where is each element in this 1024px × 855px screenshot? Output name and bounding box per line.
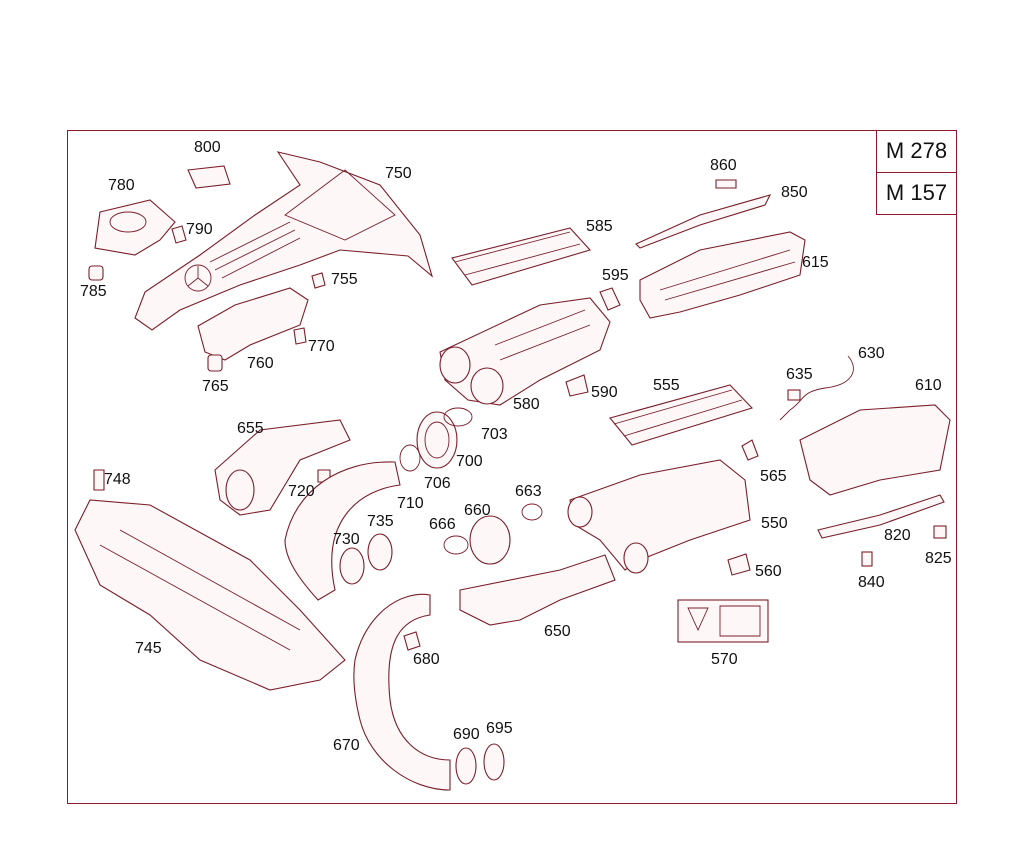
callout-580: 580 [513,396,540,413]
callout-635: 635 [786,366,813,383]
part-610-housing [799,404,951,496]
callout-748: 748 [104,471,131,488]
callout-760: 760 [247,355,274,372]
part-615-housing [639,231,806,319]
part-755-clip [311,272,326,289]
model-code-box: M 278 M 157 [876,130,957,216]
part-695-ring [483,743,505,781]
part-748-bolt [93,469,105,491]
callout-825: 825 [925,550,952,567]
callout-750: 750 [385,165,412,182]
callout-820: 820 [884,527,911,544]
part-680-clip [403,631,421,651]
part-706-clamp [399,444,421,472]
part-780-cover [94,199,176,256]
callout-555: 555 [653,377,680,394]
part-785-grommet [88,265,104,281]
part-635-connector [787,389,801,401]
part-550-filter-housing [569,459,751,571]
part-590-bracket [565,374,589,397]
callout-765: 765 [202,378,229,395]
part-760-cover [197,287,309,361]
callout-663: 663 [515,483,542,500]
part-560-bracket [727,553,751,576]
part-660-sensor [469,515,511,565]
part-585-air-filter [451,227,591,286]
part-840-bolt [861,551,873,567]
callout-650: 650 [544,623,571,640]
callout-785: 785 [80,283,107,300]
part-790-clip [171,225,187,244]
part-650-duct [459,554,616,626]
part-850-bracket [635,194,772,249]
callout-565: 565 [760,468,787,485]
part-765-grommet [207,354,223,372]
callout-690: 690 [453,726,480,743]
callout-666: 666 [429,516,456,533]
callout-745: 745 [135,640,162,657]
callout-770: 770 [308,338,335,355]
part-565-valve [741,439,759,461]
callout-850: 850 [781,184,808,201]
callout-590: 590 [591,384,618,401]
callout-680: 680 [413,651,440,668]
part-735-ring [367,533,393,571]
callout-735: 735 [367,513,394,530]
part-630-sensor-wire [779,355,854,421]
part-745-tray [74,499,346,691]
part-570-warning-label [677,599,769,643]
part-820-bracket [817,494,945,539]
part-595-valve [599,287,621,311]
callout-560: 560 [755,563,782,580]
callout-703: 703 [481,426,508,443]
callout-730: 730 [333,531,360,548]
callout-550: 550 [761,515,788,532]
part-750-engine-cover [134,151,434,331]
callout-585: 585 [586,218,613,235]
callout-780: 780 [108,177,135,194]
callout-840: 840 [858,574,885,591]
part-770-clip [293,327,307,345]
callout-706: 706 [424,475,451,492]
callout-610: 610 [915,377,942,394]
part-555-air-filter [609,384,754,446]
diagram-frame [67,130,957,804]
callout-670: 670 [333,737,360,754]
callout-660: 660 [464,502,491,519]
part-690-ring [455,747,477,785]
callout-860: 860 [710,157,737,174]
callout-630: 630 [858,345,885,362]
part-860-bolt [715,179,737,189]
part-825-clip [933,525,947,539]
part-703-clamp [443,407,473,427]
callout-570: 570 [711,651,738,668]
callout-720: 720 [288,483,315,500]
part-663-clamp [521,503,543,521]
callout-595: 595 [602,267,629,284]
callout-790: 790 [186,221,213,238]
part-670-pipe [353,593,451,791]
part-700-mass-air-sensor [416,411,458,469]
callout-800: 800 [194,139,221,156]
callout-755: 755 [331,271,358,288]
part-730-ring [339,547,365,585]
callout-710: 710 [397,495,424,512]
part-710-hose [284,461,401,601]
callout-615: 615 [802,254,829,271]
callout-655: 655 [237,420,264,437]
part-666-clamp [443,535,469,555]
part-800-pad [187,165,231,189]
model-code-2: M 157 [876,172,957,215]
callout-700: 700 [456,453,483,470]
callout-695: 695 [486,720,513,737]
